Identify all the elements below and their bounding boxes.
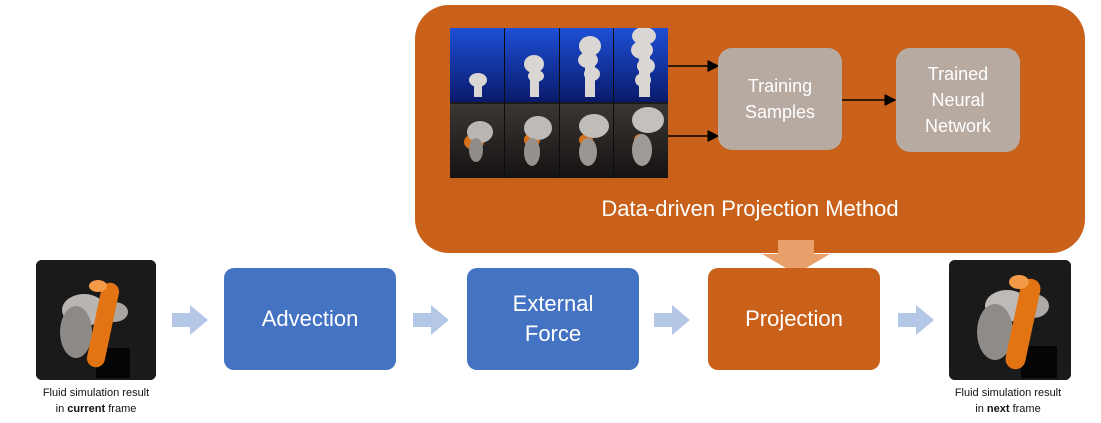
projection-label: Projection — [745, 306, 843, 331]
advection-box: Advection — [224, 268, 396, 370]
next-caption-line1: Fluid simulation result — [954, 387, 1062, 399]
external-force-box: External Force — [467, 268, 639, 370]
flow-arrow-icon — [413, 305, 449, 335]
ddp-title: Data-driven Projection Method — [601, 196, 899, 221]
trained-network-line1: Trained — [927, 64, 989, 84]
current-frame-caption: Fluid simulation result in current frame — [0, 385, 192, 417]
fluid-current-frame-illustration — [36, 260, 156, 380]
current-caption-emphasis: current — [67, 403, 106, 415]
flow-arrow-icon — [172, 305, 208, 335]
next-caption-suffix: frame — [1009, 403, 1041, 415]
advection-label: Advection — [261, 306, 359, 331]
projection-box: Projection — [708, 268, 880, 370]
external-force-line2: Force — [524, 321, 582, 346]
flow-arrow-icon — [654, 305, 690, 335]
current-frame-image — [36, 260, 156, 380]
trained-network-line2: Neural — [931, 90, 985, 110]
flow-arrow-icon — [898, 305, 934, 335]
down-arrow-icon — [762, 240, 830, 274]
external-force-line1: External — [512, 291, 594, 316]
next-frame-image — [949, 260, 1071, 380]
current-caption-line1: Fluid simulation result — [42, 387, 150, 399]
next-frame-caption: Fluid simulation result in next frame — [912, 385, 1101, 417]
training-samples-line1: Training — [747, 76, 813, 96]
trained-neural-network-box: Trained Neural Network — [896, 48, 1020, 152]
trained-network-line3: Network — [924, 116, 991, 136]
next-caption-prefix: in — [975, 403, 987, 415]
training-sample-images — [450, 28, 668, 178]
current-caption-prefix: in — [55, 403, 68, 415]
fluid-next-frame-illustration — [949, 260, 1071, 380]
smoke-plumes-illustration — [464, 28, 664, 166]
current-caption-suffix: frame — [105, 403, 137, 415]
training-samples-box: Training Samples — [718, 48, 842, 150]
training-flow-arrows — [668, 60, 897, 142]
training-samples-line2: Samples — [744, 102, 816, 122]
next-caption-emphasis: next — [986, 403, 1010, 415]
